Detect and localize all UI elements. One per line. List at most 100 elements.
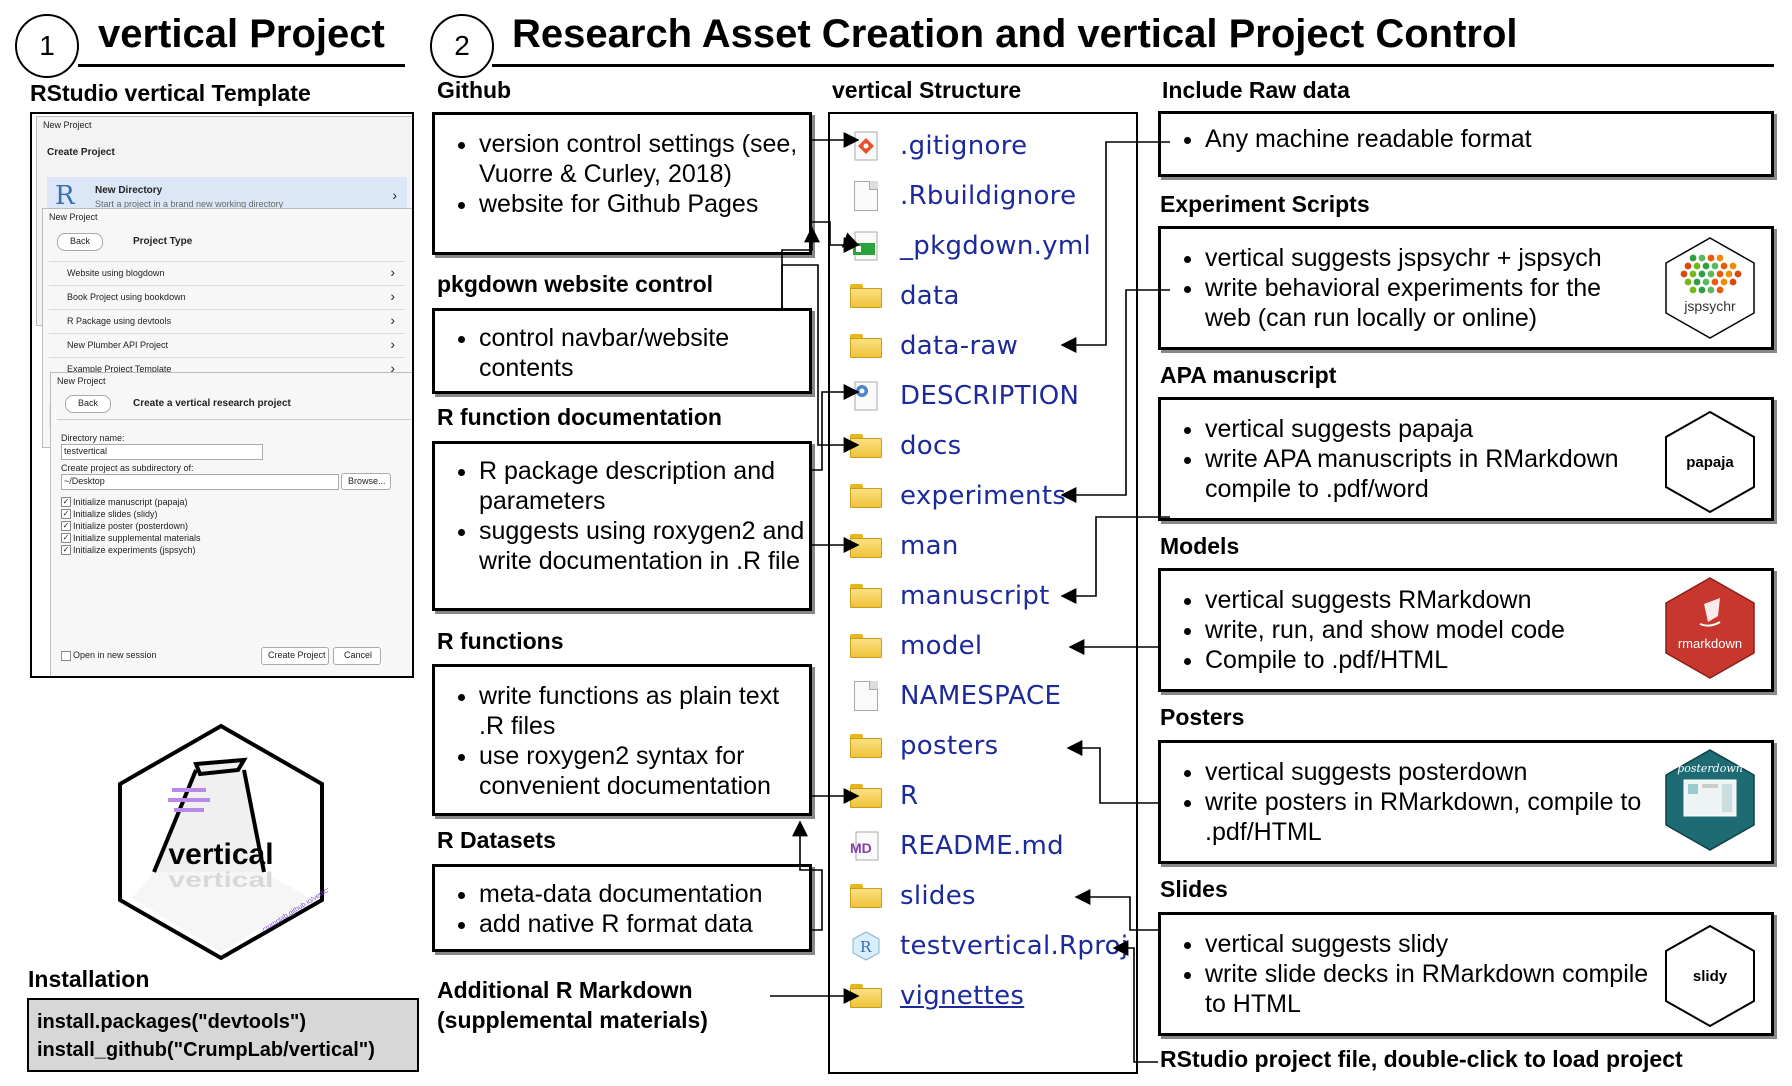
tree-item-gitignore[interactable]: .gitignore: [850, 126, 1027, 166]
logo-dot: [1707, 286, 1715, 294]
exp-item: vertical suggests jspsychr + jspsych: [1205, 243, 1651, 273]
tree-item-data-raw[interactable]: data-raw: [850, 326, 1018, 366]
tree-item-namespace[interactable]: NAMESPACE: [850, 676, 1061, 716]
folder-icon: [850, 284, 882, 308]
checkmark-icon: ✓: [61, 497, 71, 507]
logo-dot: [1698, 270, 1706, 278]
rdoc-label: R function documentation: [437, 404, 722, 430]
logo-dot: [1702, 278, 1710, 286]
logo-dot: [1720, 278, 1728, 286]
tree-label: vertical Structure: [832, 77, 1022, 103]
logo-dot: [1698, 254, 1706, 262]
tree-item-model[interactable]: model: [850, 626, 982, 666]
rdata-item: meta-data documentation: [479, 879, 809, 909]
init-checkbox[interactable]: ✓Initialize poster (posterdown): [61, 521, 391, 533]
init-checkbox[interactable]: ✓Initialize supplemental materials: [61, 533, 391, 545]
folder-icon: [850, 584, 882, 608]
init-checkbox-label: Initialize poster (posterdown): [73, 521, 189, 531]
arrow-rprojnote-rproj: [1112, 940, 1158, 1063]
create-project-button[interactable]: Create Project: [261, 647, 329, 665]
tree-item-experiments[interactable]: experiments: [850, 476, 1066, 516]
back-button[interactable]: Back: [57, 233, 103, 251]
logo-dot: [1689, 270, 1697, 278]
section2-title: Research Asset Creation and vertical Pro…: [512, 12, 1518, 56]
tree-item-readme[interactable]: MD README.md: [850, 831, 1064, 861]
section1-rule: [78, 64, 405, 67]
subdirectory-input[interactable]: ~/Desktop: [61, 474, 339, 490]
jspsychr-logo: jspsychr: [1665, 237, 1755, 339]
folder-icon: [850, 884, 882, 908]
rdoc-item: suggests using roxygen2 and write docume…: [479, 516, 809, 576]
chevron-right-icon: ›: [390, 312, 395, 328]
section1-title: vertical Project: [98, 12, 385, 56]
tree-item-manuscript[interactable]: manuscript: [850, 576, 1050, 616]
posters-item: vertical suggests posterdown: [1205, 757, 1651, 787]
section2-rule: [492, 64, 1774, 67]
raw-box: Any machine readable format: [1158, 111, 1774, 177]
tree-item-pkgdown-yml[interactable]: _pkgdown.yml: [850, 226, 1091, 266]
github-label: Github: [437, 77, 512, 103]
cancel-button[interactable]: Cancel: [333, 647, 381, 665]
papaja-logo: papaja: [1665, 410, 1755, 514]
logo-dot: [1693, 262, 1701, 270]
additional-line-1: Additional R Markdown: [437, 977, 693, 1003]
logo-dot: [1684, 262, 1692, 270]
tree-item-rbuildignore[interactable]: .Rbuildignore: [850, 176, 1076, 216]
apa-item: vertical suggests papaja: [1205, 414, 1651, 444]
rproj-note: RStudio project file, double-click to lo…: [1160, 1046, 1683, 1072]
github-box: version control settings (see, Vuorre & …: [432, 112, 812, 255]
rproj-icon: R: [852, 931, 880, 961]
arrow-exp-experiments: [1060, 289, 1170, 503]
project-type-item[interactable]: New Plumber API Project›: [49, 333, 405, 356]
logo-dot: [1711, 278, 1719, 286]
additional-line-2: (supplemental materials): [437, 1007, 708, 1033]
folder-icon: [850, 634, 882, 658]
directory-name-input[interactable]: testvertical: [61, 444, 263, 460]
install-code: install.packages("devtools") install_git…: [27, 998, 419, 1072]
init-checkbox[interactable]: ✓Initialize slides (slidy): [61, 509, 391, 521]
installation-label: Installation: [28, 966, 150, 992]
arrow-rdata-rfun: [792, 820, 823, 931]
dialog-window-title: New Project: [57, 376, 106, 386]
folder-icon: [850, 734, 882, 758]
logo-text: vertical: [168, 838, 273, 871]
back-button[interactable]: Back: [65, 395, 111, 413]
raw-item: Any machine readable format: [1205, 124, 1771, 154]
tree-item-data[interactable]: data: [850, 276, 960, 316]
project-type-item[interactable]: Example Project Template›: [49, 357, 405, 380]
rdoc-item: R package description and parameters: [479, 456, 809, 516]
section2-number: 2: [430, 14, 494, 78]
project-type-item[interactable]: R Package using devtools›: [49, 309, 405, 332]
init-checkbox[interactable]: ✓Initialize experiments (jspsych): [61, 545, 391, 557]
project-type-item[interactable]: Website using blogdown›: [49, 261, 405, 284]
chevron-right-icon: ›: [390, 360, 395, 376]
apa-label: APA manuscript: [1160, 362, 1337, 388]
vertical-structure-tree: .gitignore .Rbuildignore _pkgdown.yml da…: [828, 112, 1138, 1074]
logo-dot: [1725, 270, 1733, 278]
open-new-session-checkbox[interactable]: [61, 651, 71, 661]
browse-button[interactable]: Browse...: [341, 473, 391, 490]
tree-item-rproj[interactable]: R testvertical.Rproj: [850, 926, 1128, 966]
posters-label: Posters: [1160, 704, 1245, 730]
divider: [57, 419, 411, 420]
slidy-logo: slidy: [1665, 924, 1755, 1028]
tree-item-description[interactable]: DESCRIPTION: [850, 376, 1079, 416]
git-icon: [854, 131, 878, 161]
models-item: write, run, and show model code: [1205, 615, 1651, 645]
checkmark-icon: ✓: [61, 533, 71, 543]
folder-icon: [850, 484, 882, 508]
logo-dot: [1698, 286, 1706, 294]
project-type-item[interactable]: Book Project using bookdown›: [49, 285, 405, 308]
arrow-slides-slides: [1074, 889, 1158, 931]
rfun-item: use roxygen2 syntax for convenient docum…: [479, 741, 809, 801]
checkmark-icon: ✓: [61, 509, 71, 519]
additional-rmarkdown-label: Additional R Markdown (supplemental mate…: [437, 975, 708, 1035]
vertical-logo: vertical vertical crumplab.github.io/ver…: [118, 723, 328, 961]
logo-reflection: vertical: [168, 869, 273, 892]
dialog-window-title: New Project: [49, 212, 98, 222]
svg-text:MD: MD: [850, 840, 872, 856]
tree-item-slides[interactable]: slides: [850, 876, 976, 916]
tree-item-posters[interactable]: posters: [850, 726, 998, 766]
init-checkbox[interactable]: ✓Initialize manuscript (papaja): [61, 497, 391, 509]
